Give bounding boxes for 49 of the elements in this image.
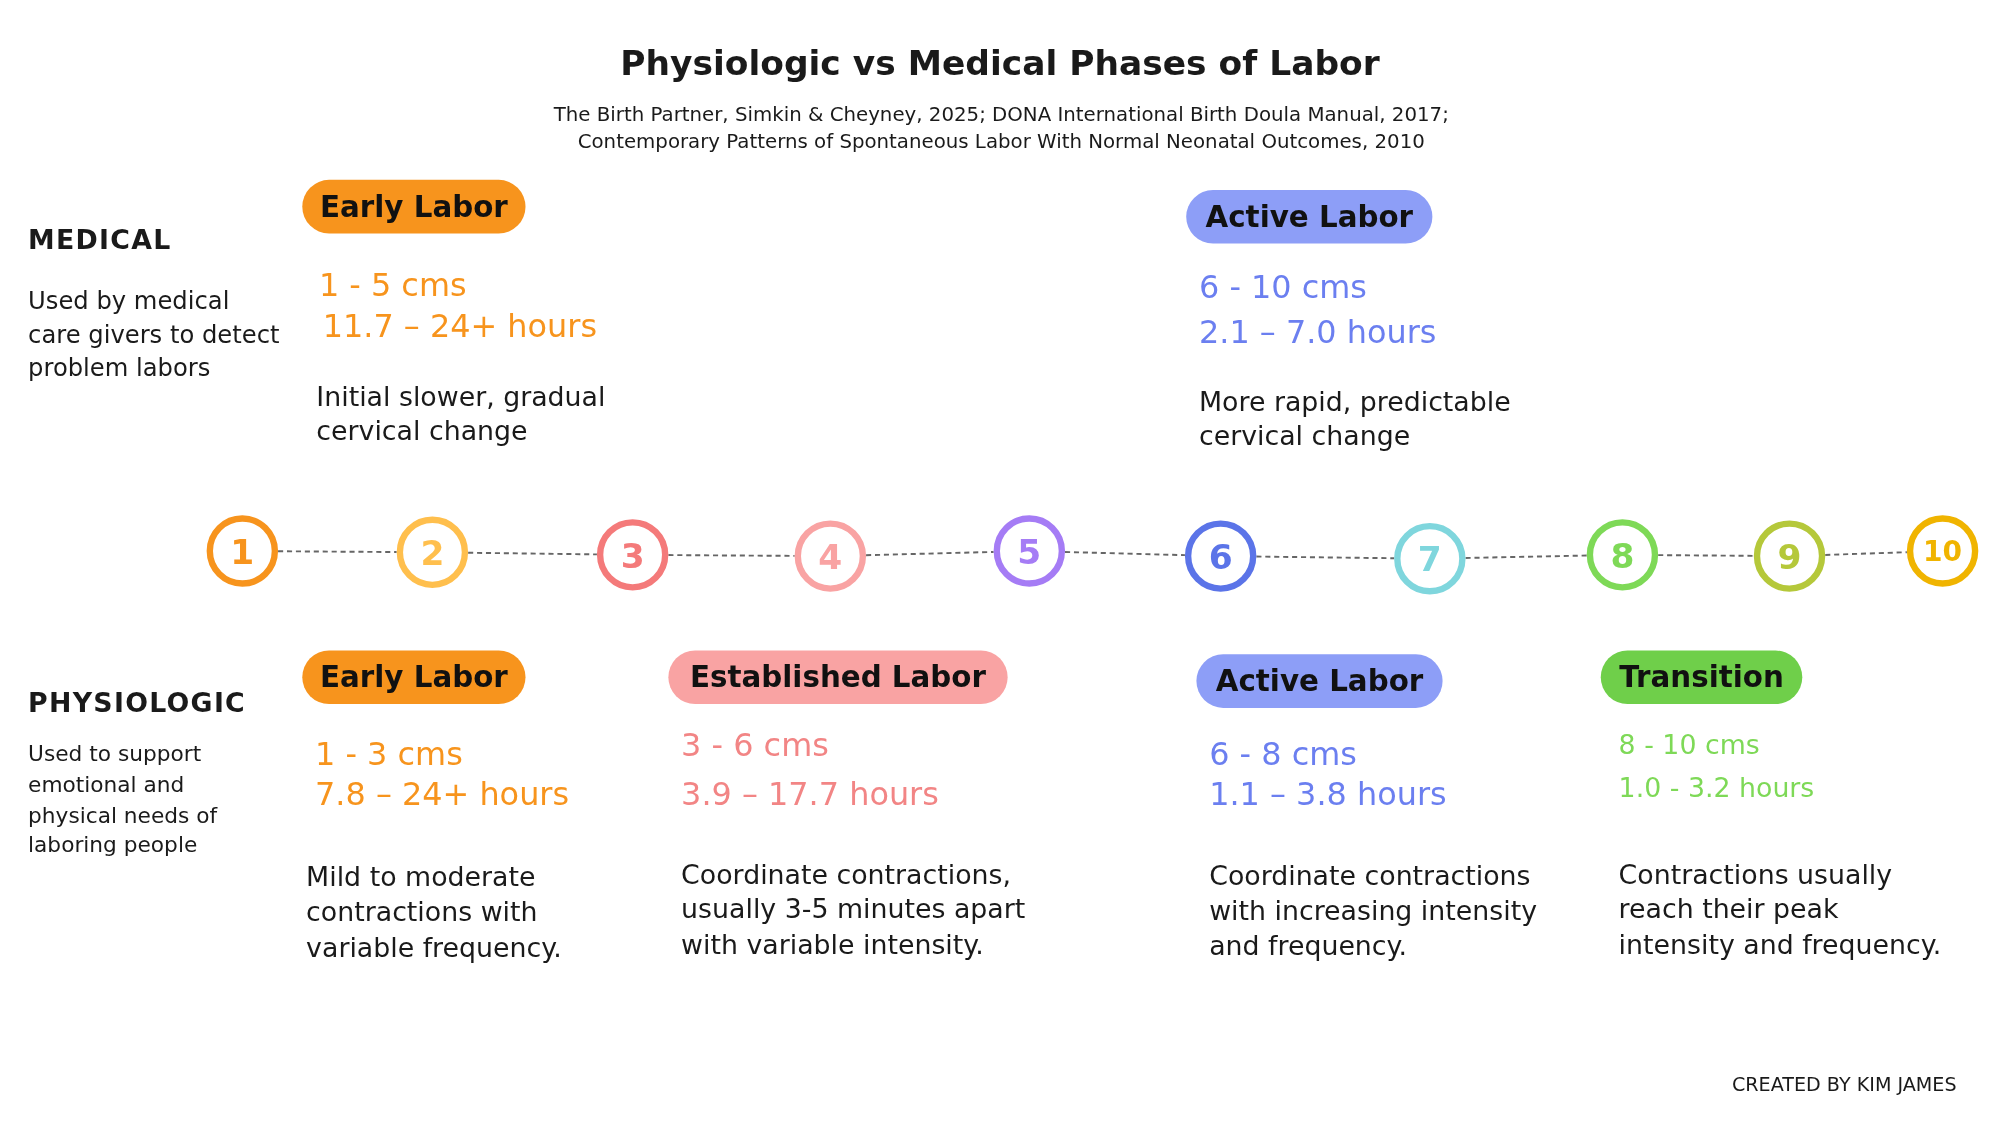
phase-pill: Early Labor	[302, 650, 526, 705]
section-description: Used by medical care givers to detect problem labors	[28, 284, 281, 384]
phase-pill: Active Labor	[1186, 190, 1433, 244]
phase-description: More rapid, predictable cervical change	[1198, 385, 1512, 454]
phase-pill: Transition	[1600, 650, 1803, 705]
dilation-range: 6 - 8 cms	[1209, 734, 1357, 775]
section-heading: MEDICAL	[28, 224, 172, 256]
dashed-connector	[277, 550, 398, 553]
phase-pill: Early Labor	[302, 179, 526, 234]
duration-range: 11.7 – 24+ hours	[322, 306, 597, 347]
phase-description: Coordinate contractions, usually 3-5 minutes apart with variable intensity.	[681, 858, 1027, 962]
dilation-range: 1 - 5 cms	[318, 265, 467, 306]
dilation-range: 1 - 3 cms	[315, 734, 463, 775]
step-circle: 10	[1906, 515, 1979, 587]
duration-range: 1.1 – 3.8 hours	[1209, 774, 1447, 815]
step-circle: 7	[1394, 522, 1466, 595]
dashed-connector	[467, 551, 598, 556]
dilation-range: 6 - 10 cms	[1198, 268, 1367, 309]
phase-pill: Established Labor	[668, 650, 1008, 705]
phase-description: Contractions usually reach their peak intensity and frequency.	[1618, 858, 1943, 962]
duration-range: 1.0 - 3.2 hours	[1618, 771, 1815, 806]
credit-note: CREATED BY KIM JAMES	[1730, 1072, 1957, 1096]
duration-range: 7.8 – 24+ hours	[315, 774, 570, 815]
dashed-connector	[667, 554, 796, 557]
step-circle: 5	[993, 515, 1066, 587]
duration-range: 3.9 – 17.7 hours	[681, 774, 939, 815]
section-heading: PHYSIOLOGIC	[28, 687, 247, 719]
step-circle: 6	[1184, 520, 1257, 592]
dashed-connector	[1255, 555, 1396, 560]
phase-description: Initial slower, gradual cervical change	[316, 380, 607, 449]
dilation-range: 8 - 10 cms	[1618, 728, 1760, 763]
source-citation: The Birth Partner, Simkin & Cheyney, 2025; DONA International Birth Doula Manual, 2017; Contemporary Patterns of Spontaneous Labor With Normal Neonatal Outcomes, 2010	[552, 102, 1450, 155]
phase-description: Coordinate contractions with increasing intensity and frequency.	[1209, 859, 1538, 964]
dashed-connector	[1464, 554, 1588, 559]
step-circle: 4	[794, 520, 867, 592]
section-description: Used to support emotional and physical needs of laboring people	[28, 740, 219, 860]
step-circle: 8	[1586, 519, 1659, 591]
dashed-connector	[1064, 551, 1186, 557]
dashed-connector	[1657, 554, 1755, 557]
dashed-connector	[865, 550, 995, 557]
phase-pill: Active Labor	[1196, 654, 1443, 708]
dilation-range: 3 - 6 cms	[681, 726, 829, 766]
step-circle: 2	[396, 516, 469, 588]
step-circle: 9	[1753, 520, 1826, 592]
title: Physiologic vs Medical Phases of Labor	[619, 43, 1381, 83]
step-circle: 1	[206, 515, 279, 587]
duration-range: 2.1 – 7.0 hours	[1198, 312, 1437, 353]
phase-description: Mild to moderate contractions with variable frequency.	[306, 861, 563, 965]
step-circle: 3	[596, 519, 669, 591]
